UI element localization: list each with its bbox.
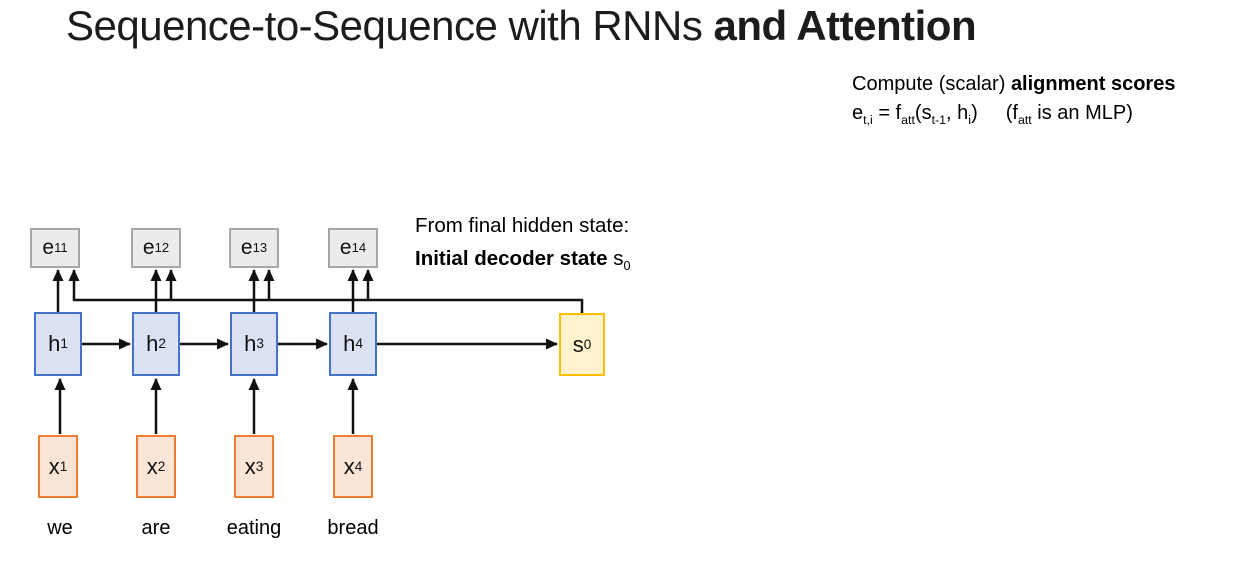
slide-title-bold: and Attention bbox=[713, 2, 977, 49]
input-word-bread: bread bbox=[327, 517, 379, 539]
slide-title: Sequence-to-Sequence with RNNs and Atten… bbox=[66, 2, 977, 50]
decoder-note-line2-bold: Initial decoder state bbox=[415, 247, 614, 270]
input-word-we: we bbox=[47, 517, 73, 539]
decoder-note-line2: Initial decoder state s0 bbox=[415, 242, 631, 275]
alignment-annotation: Compute (scalar) alignment scores et,i =… bbox=[852, 70, 1238, 128]
alignment-formula-note: (fatt is an MLP) bbox=[1005, 102, 1133, 127]
annotation-line1-bold: alignment scores bbox=[1010, 73, 1176, 95]
slide-title-regular: Sequence-to-Sequence with RNNs bbox=[66, 2, 714, 49]
input-word-are: are bbox=[141, 517, 171, 539]
input-word-eating: eating bbox=[226, 517, 282, 539]
annotation-line1-regular: Compute (scalar) bbox=[852, 73, 1011, 95]
decoder-state-note: From final hidden state: Initial decoder… bbox=[415, 209, 631, 275]
alignment-annotation-line2: et,i = fatt(st-1, hi) (fatt is an MLP) bbox=[852, 99, 1238, 128]
decoder-note-line1: From final hidden state: bbox=[415, 214, 630, 237]
alignment-formula: et,i = fatt(st-1, hi) bbox=[852, 102, 978, 127]
arrow-s0-e11-feedback bbox=[68, 269, 584, 313]
alignment-annotation-line1: Compute (scalar) alignment scores bbox=[852, 70, 1238, 99]
decoder-note-line2-state: s0 bbox=[613, 247, 631, 274]
